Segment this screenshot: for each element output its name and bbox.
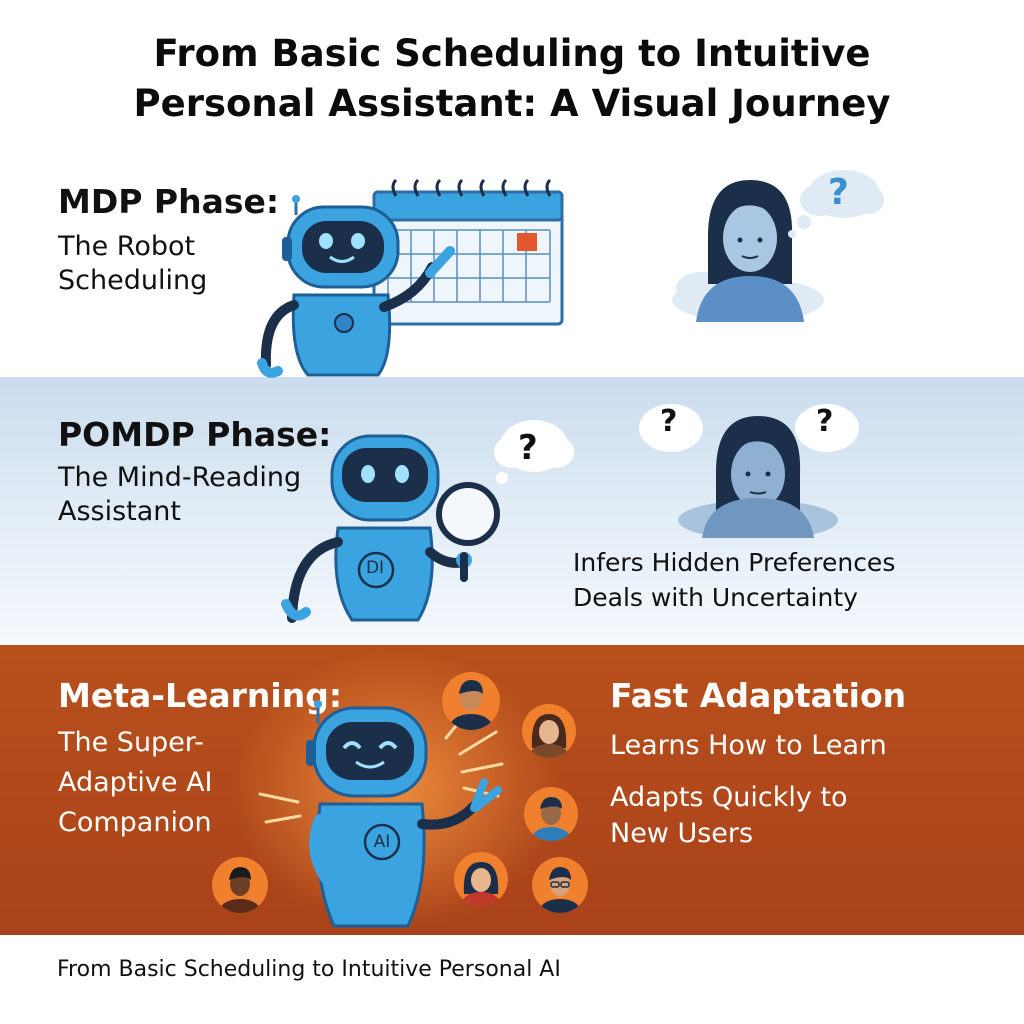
person-avatar-thinking [672, 160, 892, 322]
pomdp-note-1: Infers Hidden Preferences [573, 548, 896, 577]
user-avatar-2 [520, 702, 578, 760]
fast-adaptation-heading: Fast Adaptation [610, 676, 907, 715]
mdp-heading: MDP Phase: [58, 182, 280, 221]
user-avatar-1 [440, 670, 502, 732]
person-avatar-uncertain [672, 408, 842, 538]
user-avatar-6 [210, 855, 270, 915]
pomdp-heading: POMDP Phase: [58, 415, 332, 454]
page-title-line-1: From Basic Scheduling to Intuitive [153, 32, 871, 75]
meta-subtitle-line-2: Adaptive AI [58, 767, 213, 798]
user-avatar-5 [530, 855, 590, 915]
footer-caption: From Basic Scheduling to Intuitive Perso… [57, 957, 561, 982]
mdp-subtitle-line-2: Scheduling [58, 265, 208, 296]
question-mark-2: ? [518, 428, 538, 468]
robot-chest-badge: DI [365, 558, 385, 578]
small-bubble-right [792, 400, 862, 456]
thought-bubble [488, 412, 580, 488]
user-avatar-4 [452, 850, 510, 908]
robot-chest-badge-2: AI [373, 832, 391, 852]
mind-reading-robot-illustration [280, 432, 520, 628]
question-mark-1: ? [828, 172, 849, 213]
user-avatar-3 [522, 785, 580, 843]
meta-subtitle-line-1: The Super- [58, 727, 204, 758]
small-bubble-left [636, 400, 706, 456]
pomdp-subtitle-line-1: The Mind-Reading [58, 462, 302, 493]
meta-note-3: New Users [610, 818, 754, 849]
question-mark-4: ? [816, 404, 834, 439]
scheduling-robot-illustration [250, 195, 470, 385]
pomdp-subtitle-line-2: Assistant [58, 496, 182, 527]
meta-subtitle-line-3: Companion [58, 807, 212, 838]
meta-learning-heading: Meta-Learning: [58, 676, 343, 715]
adaptive-robot-illustration [296, 690, 516, 935]
meta-note-2: Adapts Quickly to [610, 782, 848, 813]
mdp-subtitle-line-1: The Robot [58, 231, 196, 262]
calendar-icon [372, 176, 566, 328]
page-title-line-2: Personal Assistant: A Visual Journey [133, 82, 891, 125]
meta-note-1: Learns How to Learn [610, 730, 887, 761]
pomdp-note-2: Deals with Uncertainty [573, 583, 858, 612]
question-mark-3: ? [660, 404, 678, 439]
